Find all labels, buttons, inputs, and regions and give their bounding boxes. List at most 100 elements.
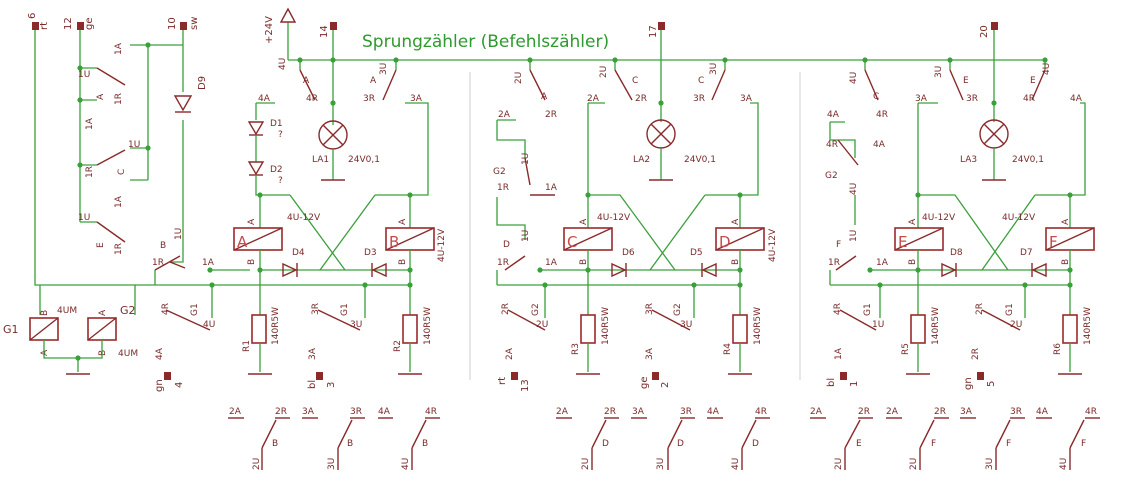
svg-text:D2: D2 [270,165,283,175]
svg-text:4U: 4U [1059,458,1069,470]
svg-text:5: 5 [986,381,997,387]
svg-text:A: A [541,92,548,102]
svg-text:3U: 3U [680,320,692,330]
svg-text:G1: G1 [3,323,19,336]
svg-text:12: 12 [63,17,74,30]
svg-text:D: D [602,439,609,449]
svg-text:1U: 1U [521,230,531,242]
section-1: 14 LA1 24V0,1 4U A 4R A 3U 3R 4A 3A [135,22,447,392]
svg-text:4: 4 [174,382,185,388]
svg-text:D5: D5 [690,248,703,258]
svg-text:3U: 3U [934,66,944,78]
svg-text:3U: 3U [350,320,362,330]
svg-text:4R: 4R [1085,407,1097,417]
svg-text:G2: G2 [120,304,136,317]
svg-text:B: B [579,259,589,265]
resistor-R4: R4 140R5W [723,307,763,355]
resistor-R2: R2 140R5W [393,307,433,352]
svg-text:17: 17 [648,25,659,38]
svg-text:B: B [247,259,257,265]
svg-text:D3: D3 [364,248,377,258]
terminal-14: 14 [319,22,337,38]
svg-text:2A: 2A [810,407,823,417]
svg-text:E: E [96,242,106,248]
svg-text:4R: 4R [306,94,318,104]
svg-text:1U: 1U [174,228,184,240]
terminal-13: 2A rt 13 [497,347,531,392]
svg-text:3R: 3R [645,303,655,315]
svg-text:1A: 1A [876,258,889,268]
svg-text:ge: ge [639,377,650,390]
svg-text:4A: 4A [707,407,720,417]
svg-text:4UM: 4UM [57,306,77,316]
svg-text:4UM: 4UM [118,349,138,359]
svg-text:3A: 3A [960,407,973,417]
svg-text:A: A [40,349,50,356]
svg-text:2A: 2A [498,110,511,120]
svg-text:140R5W: 140R5W [601,307,611,345]
svg-text:2U: 2U [581,458,591,470]
svg-text:2U: 2U [599,66,609,78]
svg-text:?: ? [278,176,283,186]
svg-text:4R: 4R [425,407,437,417]
svg-text:4A: 4A [873,140,886,150]
svg-text:2U: 2U [1010,320,1022,330]
svg-text:2U: 2U [909,458,919,470]
svg-text:140R5W: 140R5W [1083,307,1093,345]
section-2: 17 LA2 24V0,1 2U A 2R 2A 2U C 2R 2A C 3U… [493,22,778,392]
svg-text:24V0,1: 24V0,1 [348,155,380,165]
svg-text:bl: bl [826,378,837,387]
svg-text:4U-12V: 4U-12V [1002,213,1036,223]
svg-text:R6: R6 [1053,343,1063,355]
coil-B: B 4U-12V A B [385,218,447,265]
svg-text:24V0,1: 24V0,1 [684,155,716,165]
svg-text:1U: 1U [78,70,90,80]
svg-text:LA3: LA3 [960,155,977,165]
svg-text:1R: 1R [85,166,95,178]
coil-G1: G1 4UM B A [3,306,77,356]
svg-text:14: 14 [319,25,330,38]
svg-text:B: B [422,439,428,449]
svg-text:2R: 2R [975,303,985,315]
lamp-LA1: LA1 24V0,1 [312,120,380,165]
svg-text:B: B [389,233,399,251]
svg-text:4A: 4A [1070,94,1083,104]
svg-text:2R: 2R [635,94,647,104]
terminal-10: 10 sw [167,17,200,30]
svg-text:?: ? [278,130,283,140]
svg-text:20: 20 [979,25,990,38]
svg-text:3R: 3R [363,94,375,104]
svg-text:4A: 4A [378,407,391,417]
svg-text:3U: 3U [985,458,995,470]
terminal-6: 6 rt [27,13,50,30]
svg-text:D: D [752,439,759,449]
svg-text:13: 13 [520,379,531,392]
svg-text:140R5W: 140R5W [271,307,281,345]
resistor-R3: R3 140R5W [571,307,611,355]
svg-text:3A: 3A [915,94,928,104]
svg-text:3R: 3R [311,303,321,315]
svg-text:1A: 1A [202,258,215,268]
terminal-12: 12 ge [63,17,95,30]
svg-text:LA2: LA2 [633,155,650,165]
svg-text:4U: 4U [1042,63,1052,75]
svg-text:A: A [579,218,589,225]
svg-text:E: E [963,76,969,86]
svg-text:A: A [237,233,248,251]
terminal-17: 17 [648,22,665,38]
svg-text:D1: D1 [270,119,283,129]
svg-text:4R: 4R [876,110,888,120]
svg-text:A: A [98,309,108,316]
svg-text:R4: R4 [723,343,733,355]
svg-text:3A: 3A [308,347,318,360]
svg-text:4U-12V: 4U-12V [768,228,778,262]
svg-text:3R: 3R [966,94,978,104]
svg-text:rt: rt [497,377,508,385]
svg-text:3U: 3U [656,458,666,470]
